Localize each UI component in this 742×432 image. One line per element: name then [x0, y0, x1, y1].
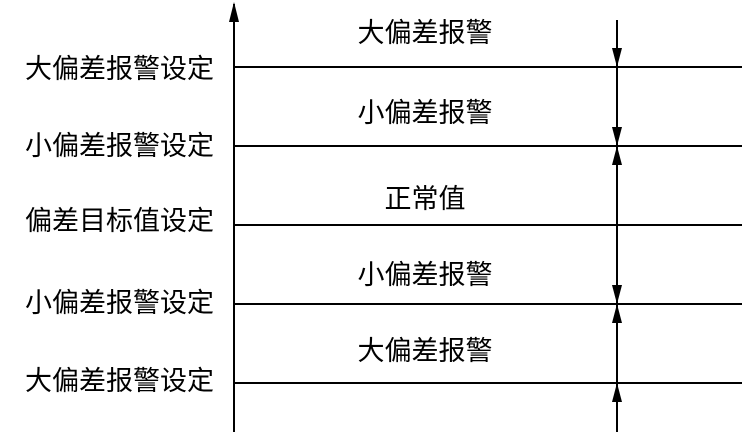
zone-label-2: 小偏差报警	[357, 98, 493, 129]
right-arrows	[612, 20, 622, 432]
left-label-2: 小偏差报警设定	[25, 131, 214, 162]
zone-label-3: 正常值	[384, 184, 466, 215]
left-label-4: 小偏差报警设定	[25, 288, 214, 319]
left-label-1: 大偏差报警设定	[25, 54, 214, 85]
zone-label-5: 大偏差报警	[357, 336, 493, 367]
arrow-up-6-head-icon	[612, 383, 622, 402]
arrow-up-3-head-icon	[612, 146, 622, 165]
arrow-down-4-head-icon	[612, 285, 622, 304]
axis-arrow-up-icon	[229, 2, 239, 22]
arrow-down-1-head-icon	[612, 48, 622, 67]
left-label-3: 偏差目标值设定	[25, 206, 214, 237]
zone-label-4: 小偏差报警	[357, 260, 493, 291]
arrow-down-2-head-icon	[612, 127, 622, 146]
left-label-5: 大偏差报警设定	[25, 366, 214, 397]
zone-label-1: 大偏差报警	[357, 18, 493, 49]
arrow-up-5-head-icon	[612, 304, 622, 323]
